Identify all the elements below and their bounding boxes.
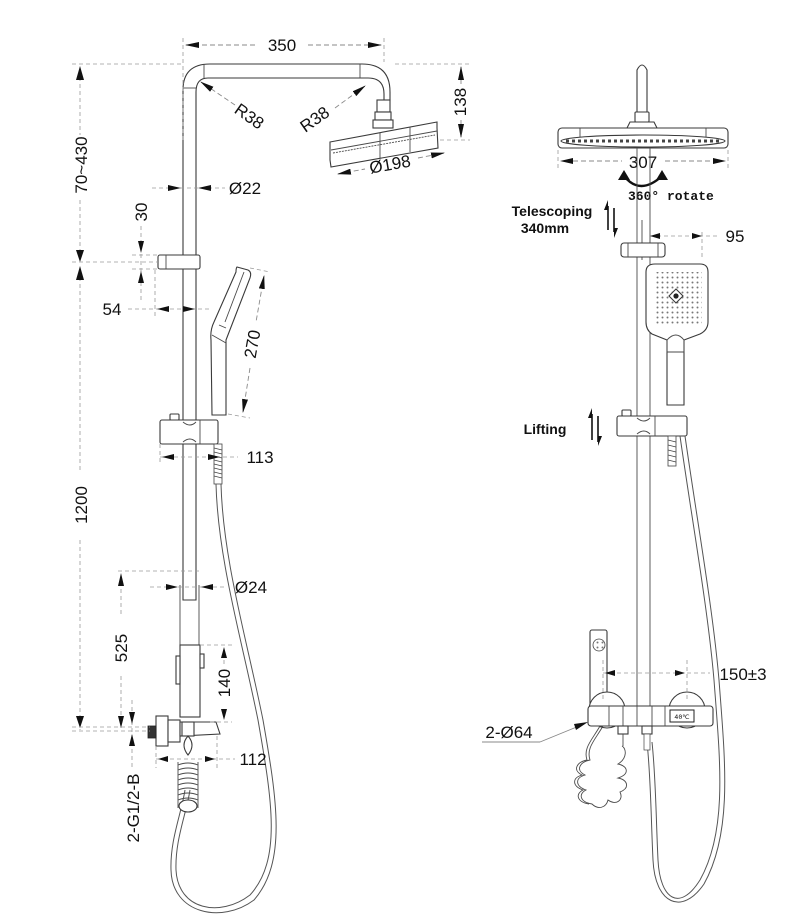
dim-upper-pipe-diameter: Ø22 <box>152 179 261 198</box>
dim-label-525: 525 <box>112 634 131 662</box>
dim-label-70-430: 70~430 <box>72 136 91 193</box>
dim-sprayer-height: 140 <box>200 644 234 723</box>
dim-arm-reach: 350 <box>182 36 385 140</box>
temperature-readout: 40℃ <box>674 713 690 721</box>
dim-label-95: 95 <box>726 227 745 246</box>
dim-hand-shower-length: 270 <box>227 267 271 419</box>
dim-holder-offset-front: 95 <box>650 227 744 260</box>
telescoping-note-line2: 340mm <box>521 220 569 236</box>
hand-shower-holder-front <box>620 242 666 258</box>
rotate-note: 360° rotate <box>628 189 714 204</box>
dim-label-113: 113 <box>246 448 273 467</box>
dim-label-350: 350 <box>268 36 296 55</box>
dim-radius-left: R38 <box>200 81 267 133</box>
dim-telescoping-range: 70~430 <box>72 63 183 262</box>
coiled-sprayer-hose <box>177 762 199 813</box>
slider-bracket-front <box>616 409 688 437</box>
hand-shower-holder <box>157 254 201 270</box>
shower-arm-front <box>626 64 658 129</box>
dim-holder-height: 30 <box>132 203 158 300</box>
telescoping-arrow-icon <box>604 200 618 238</box>
dim-holder-reference <box>72 261 158 730</box>
shower-hose <box>170 443 277 914</box>
dim-label-112: 112 <box>239 750 266 769</box>
mixer-valve-side <box>147 715 221 813</box>
thermostatic-mixer-bar: 40℃ <box>587 705 714 751</box>
bidet-sprayer-front <box>589 629 608 711</box>
coiled-sprayer-hose-front <box>574 725 627 808</box>
lower-pipe <box>179 585 200 645</box>
dim-mixer-depth: 112 <box>155 736 267 769</box>
lifting-note: Lifting <box>524 421 567 437</box>
rain-shower-head-side <box>329 99 439 168</box>
hand-shower-side <box>210 266 252 416</box>
rain-shower-head-front <box>557 127 729 149</box>
dim-lower-pipe-diameter: Ø24 <box>118 570 267 597</box>
dim-label-54: 54 <box>103 300 122 319</box>
dim-label-2-g1-2-b: 2-G1/2-B <box>124 774 143 843</box>
dim-head-height: 138 <box>395 63 470 141</box>
dim-label-o22: Ø22 <box>229 179 261 198</box>
side-view: 350 R38 R38 138 Ø198 <box>72 36 470 914</box>
bidet-sprayer-side <box>175 644 205 718</box>
dim-label-r38-left: R38 <box>231 100 267 133</box>
dim-label-270: 270 <box>241 328 265 359</box>
dim-label-150-3: 150±3 <box>719 665 766 684</box>
dim-inlet-spacing: 150±3 <box>602 660 767 700</box>
temperature-display: 40℃ <box>669 709 695 723</box>
dim-rail-length: 1200 <box>72 486 91 524</box>
slider-bracket <box>159 413 219 445</box>
dim-label-o24: Ø24 <box>235 578 267 597</box>
dim-label-r38-right: R38 <box>297 103 333 136</box>
dim-inlet-thread: 2-G1/2-B <box>72 700 150 842</box>
dim-inlet-to-pipe: 525 <box>112 573 131 728</box>
telescoping-note-line1: Telescoping <box>512 203 593 219</box>
hand-shower-front <box>645 263 709 406</box>
dim-label-1200: 1200 <box>72 486 91 524</box>
dim-slider-width: 113 <box>159 444 274 467</box>
shower-hose-front <box>646 435 726 903</box>
dim-label-2-o64: 2-Ø64 <box>485 723 532 742</box>
dim-label-138: 138 <box>451 88 470 116</box>
dim-label-30: 30 <box>132 203 151 222</box>
dim-holder-offset: 54 <box>103 270 210 319</box>
lifting-arrow-icon <box>588 408 602 446</box>
dim-escutcheon-diameter: 2-Ø64 <box>482 722 588 743</box>
dim-label-307: 307 <box>629 153 657 172</box>
dim-head-width: 307 <box>557 150 729 172</box>
rotate-arrow-icon <box>618 170 668 188</box>
dim-radius-right: R38 <box>297 85 366 136</box>
dim-label-140: 140 <box>215 669 234 697</box>
front-view: 307 360° rotate Telescoping 340mm <box>482 64 767 903</box>
